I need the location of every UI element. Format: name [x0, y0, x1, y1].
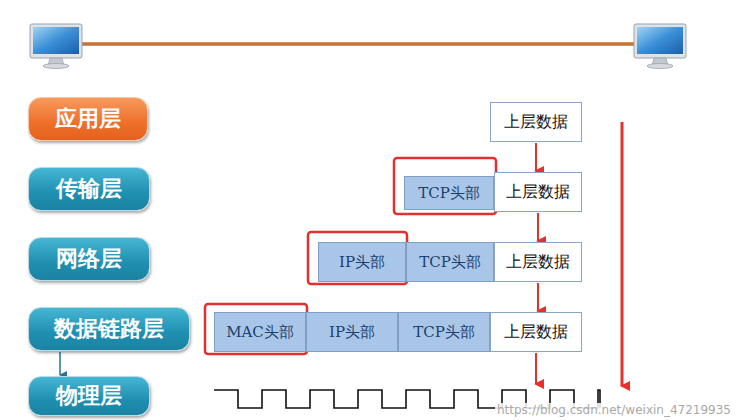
layer-pill: 应用层 [28, 97, 148, 141]
flow-arrow [535, 143, 537, 171]
box-label: MAC头部 [226, 323, 294, 342]
layer-pill: 数据链路层 [28, 307, 190, 351]
header-box: TCP头部 [404, 176, 494, 210]
layer-pill: 传输层 [28, 167, 150, 211]
box-label: TCP头部 [418, 184, 480, 203]
computer-icon [634, 24, 686, 69]
data-box: 上层数据 [494, 172, 582, 212]
box-label: IP头部 [329, 323, 375, 342]
highlight-frame [394, 158, 496, 214]
flow-arrow [535, 353, 537, 384]
flow-arrow [59, 352, 61, 375]
header-box: IP头部 [318, 242, 406, 282]
box-label: 应用层 [55, 104, 121, 134]
box-label: 上层数据 [504, 112, 568, 133]
computer-icon [30, 24, 82, 69]
flow-arrow [621, 122, 624, 386]
network-cable [80, 42, 640, 46]
box-label: 上层数据 [506, 182, 570, 203]
box-label: 网络层 [56, 244, 122, 274]
header-box: IP头部 [306, 312, 398, 352]
data-box: 上层数据 [490, 102, 582, 142]
box-label: TCP头部 [419, 253, 481, 272]
layer-pill: 物理层 [28, 376, 150, 416]
box-label: 数据链路层 [54, 314, 164, 344]
layer-pill: 网络层 [28, 237, 150, 281]
data-box: 上层数据 [490, 312, 582, 352]
data-box: 上层数据 [494, 242, 582, 282]
highlight-frame [308, 232, 407, 284]
box-label: 上层数据 [504, 322, 568, 343]
box-label: 传输层 [56, 174, 122, 204]
box-label: TCP头部 [413, 323, 475, 342]
header-box: TCP头部 [398, 312, 490, 352]
watermark: https://blog.csdn.net/weixin_47219935 [495, 403, 733, 417]
flow-arrow [537, 283, 539, 311]
header-box: TCP头部 [406, 242, 494, 282]
box-label: 上层数据 [506, 252, 570, 273]
box-label: 物理层 [56, 381, 122, 411]
header-box: MAC头部 [214, 312, 306, 352]
highlight-frame [205, 304, 307, 354]
flow-arrow [537, 213, 539, 241]
box-label: IP头部 [339, 253, 385, 272]
